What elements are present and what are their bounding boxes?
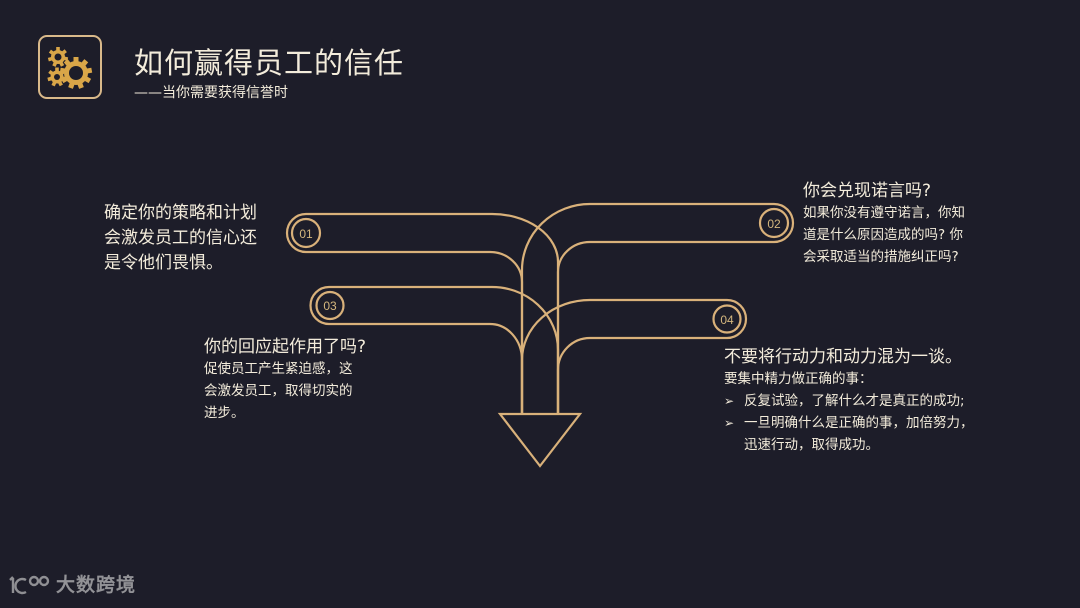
down-arrow-icon xyxy=(497,412,583,468)
band-02-outline xyxy=(520,202,795,414)
brand-name: 大数跨境 xyxy=(56,574,137,596)
gears-icon xyxy=(47,47,93,89)
step-03-heading: 你的回应起作用了吗? xyxy=(204,337,367,357)
step-03-line: 促使员工产生紧迫感，这 xyxy=(204,361,353,377)
logo-badge xyxy=(38,35,102,99)
step-02-line: 如果你没有遵守诺言，你知 xyxy=(803,205,965,221)
step-03-line: 会激发员工，取得切实的 xyxy=(204,383,353,399)
bullet-text: 反复试验，了解什么才是真正的成功; xyxy=(744,393,965,409)
step-04-text: 不要将行动力和动力混为一谈。 要集中精力做正确的事： ➢ 反复试验，了解什么才是… xyxy=(724,346,974,456)
step-02-line: 会采取适当的措施纠正吗? xyxy=(803,249,959,265)
step-02-line: 道是什么原因造成的吗? 你 xyxy=(803,227,963,243)
100-logo-icon xyxy=(9,575,50,594)
step-02-heading: 你会兑现诺言吗? xyxy=(803,181,932,201)
step-01-line: 会激发员工的信心还 xyxy=(104,228,257,248)
band-01-outline xyxy=(285,212,560,414)
band-03-outline xyxy=(309,285,560,414)
band-04-outline xyxy=(520,298,748,414)
bullet-text: 一旦明确什么是正确的事，加倍努力， xyxy=(744,415,974,431)
bullet-text-continuation: 迅速行动，取得成功。 xyxy=(744,437,879,453)
step-01-line: 确定你的策略和计划 xyxy=(104,203,257,223)
step-02-circle xyxy=(758,207,790,239)
step-03-line: 进步。 xyxy=(204,405,245,421)
step-01-circle xyxy=(290,217,322,249)
bullet-item: ➢ 反复试验，了解什么才是真正的成功; xyxy=(724,390,974,412)
step-03-circle xyxy=(315,290,345,321)
step-04-heading: 不要将行动力和动力混为一谈。 xyxy=(724,347,962,367)
step-01-line: 是令他们畏惧。 xyxy=(104,253,223,273)
footer-watermark: 大数跨境 xyxy=(8,570,136,597)
arrow-bullet-icon: ➢ xyxy=(724,416,735,430)
step-01-text: 确定你的策略和计划 会激发员工的信心还 是令他们畏惧。 xyxy=(104,201,257,276)
step-02-text: 你会兑现诺言吗? 如果你没有遵守诺言，你知 道是什么原因造成的吗? 你 会采取适… xyxy=(803,180,965,268)
page-subtitle: ——当你需要获得信誉时 xyxy=(134,85,288,101)
step-04-intro: 要集中精力做正确的事： xyxy=(724,371,873,387)
step-03-text: 你的回应起作用了吗? 促使员工产生紧迫感，这 会激发员工，取得切实的 进步。 xyxy=(204,336,366,424)
bullet-item: ➢ 一旦明确什么是正确的事，加倍努力， xyxy=(724,412,974,434)
arrow-bullet-icon: ➢ xyxy=(724,394,735,408)
page-title: 如何赢得员工的信任 xyxy=(134,46,405,80)
step-04-circle xyxy=(712,304,742,334)
